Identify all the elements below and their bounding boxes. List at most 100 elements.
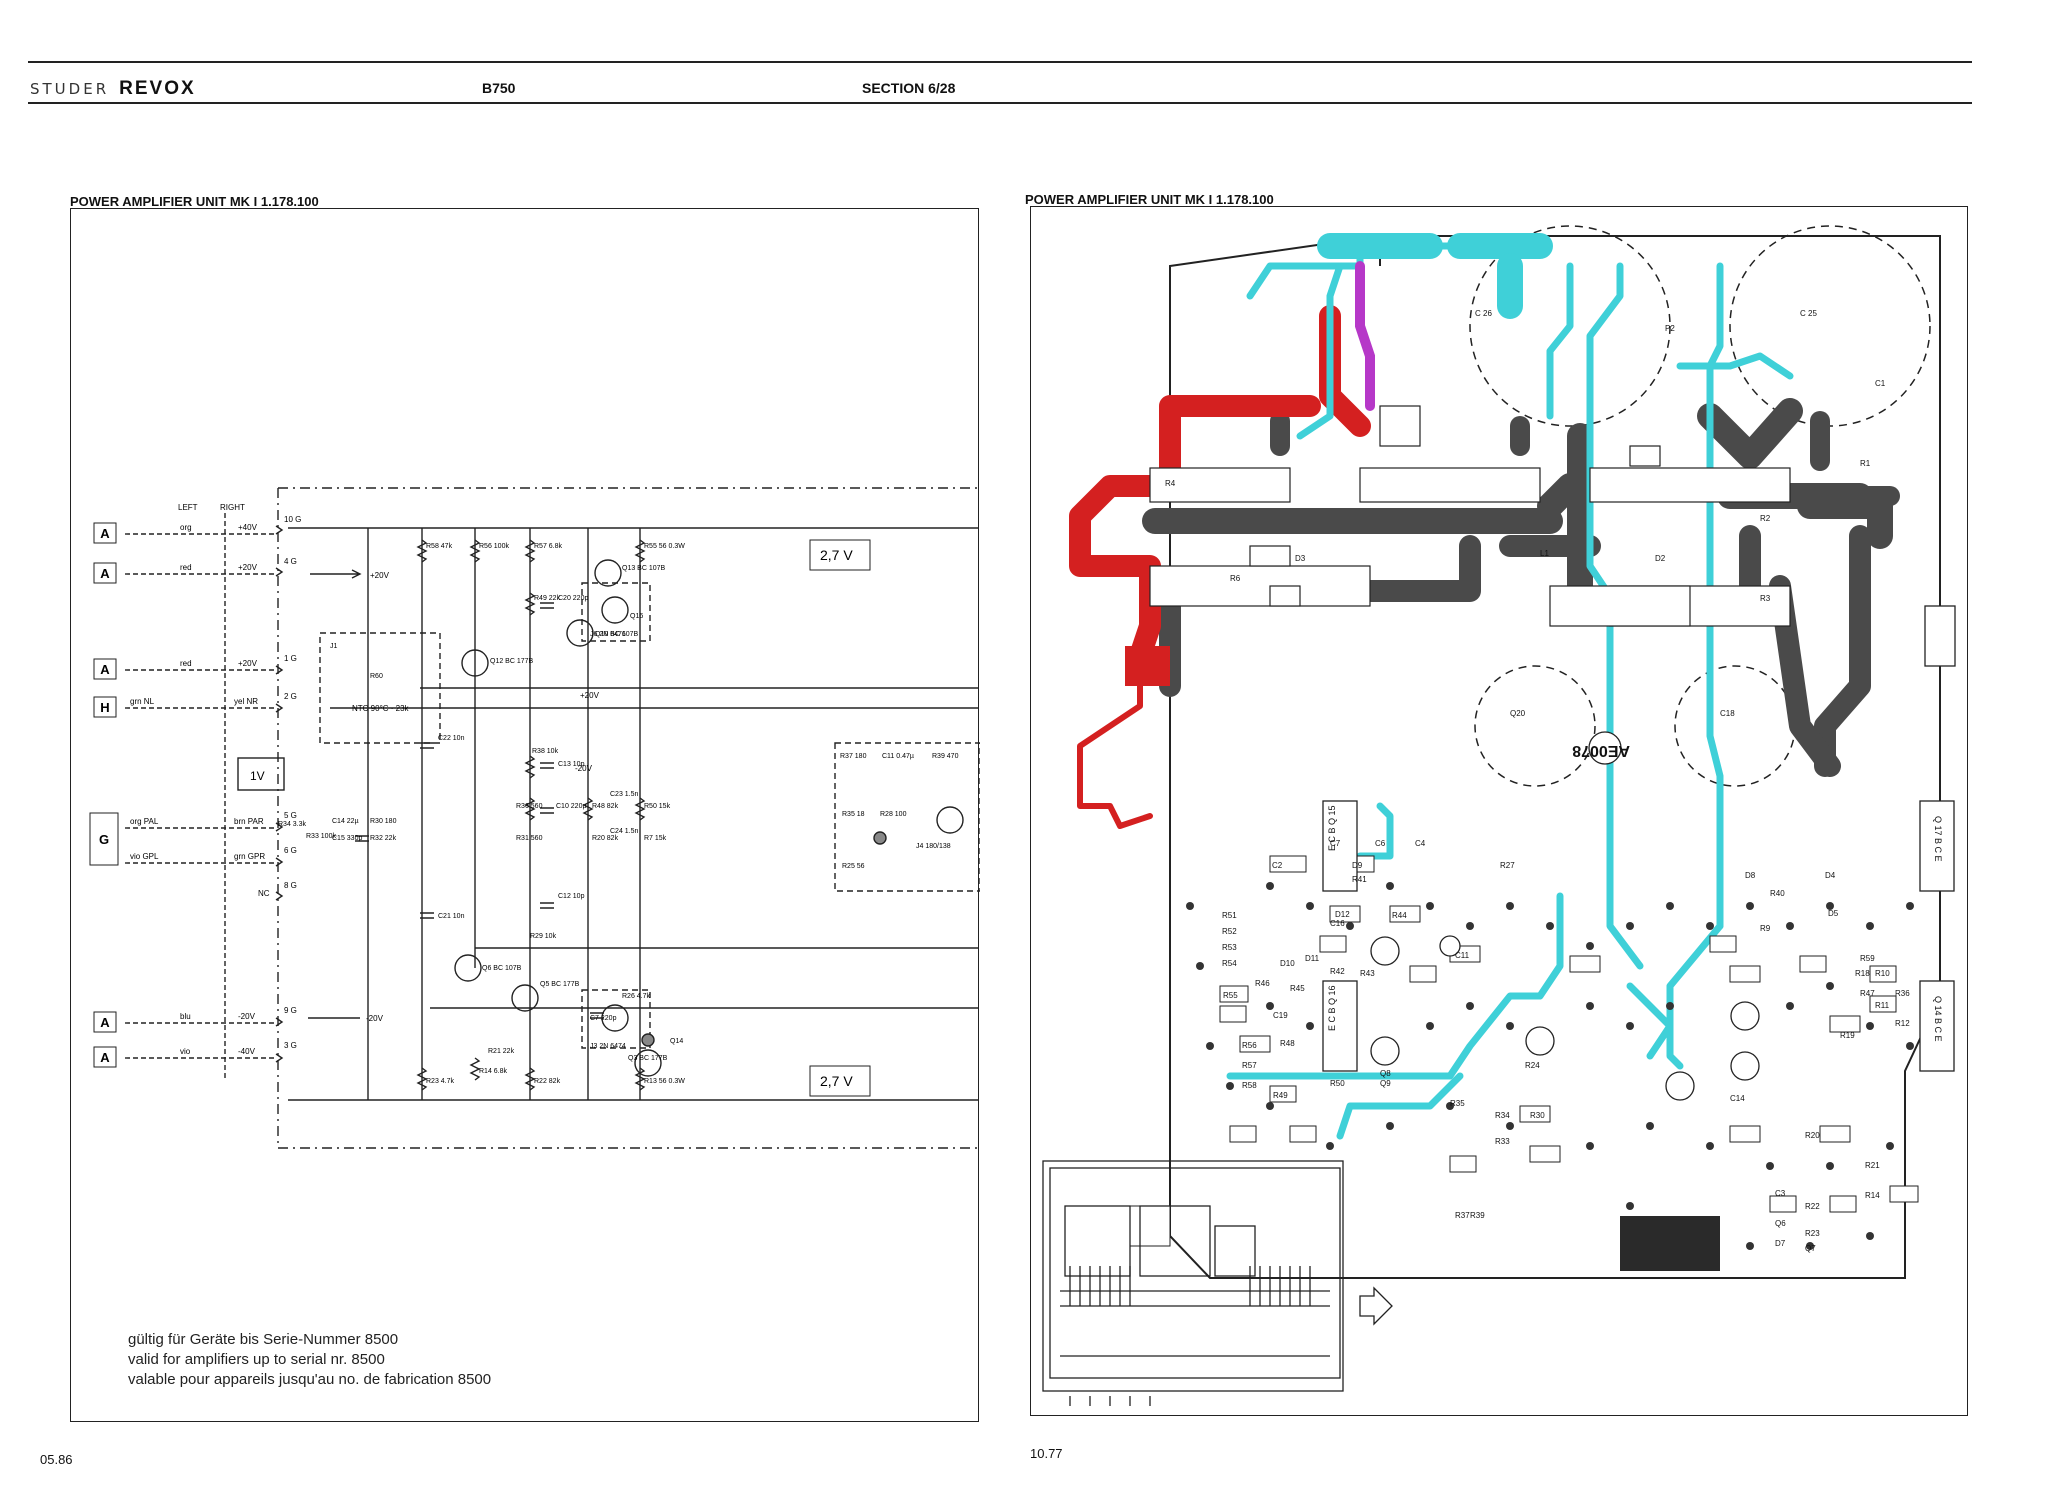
pin-4: 2 G: [284, 692, 297, 701]
wire-2: red: [180, 563, 192, 572]
pcb-part: R21: [1865, 1161, 1880, 1170]
comp-label: C12 10p: [558, 893, 585, 900]
right-panel-title: POWER AMPLIFIER UNIT MK I 1.178.100: [1025, 192, 1274, 207]
comp-label: C21 10n: [438, 913, 465, 920]
pcb-part: R20: [1805, 1131, 1820, 1140]
pin-1: 10 G: [284, 515, 301, 524]
pcb-part: R46: [1255, 979, 1270, 988]
brand-revox: REVOX: [119, 78, 196, 99]
board-label: D2: [1655, 554, 1666, 563]
comp-label: R32 22k: [370, 835, 397, 842]
pin-7: 8 G: [284, 881, 297, 890]
comp-label: J1: [330, 643, 338, 650]
pcb-part: R56: [1242, 1041, 1257, 1050]
comp-label: J4 180/138: [916, 843, 951, 850]
label-left: LEFT: [178, 503, 198, 512]
conn-box-a2: A: [100, 566, 110, 581]
board-label: C 25: [1800, 309, 1817, 318]
comp-label: R55 56 0.3W: [644, 543, 685, 550]
pcb-part: R14: [1865, 1191, 1880, 1200]
net-7: NC: [258, 889, 270, 898]
annot-minus20: -20V: [366, 1014, 384, 1023]
comp-label: R60: [370, 673, 383, 680]
voltage-top: 2,7 V: [820, 547, 853, 563]
pin-2: 4 G: [284, 557, 297, 566]
comp-label: R58 47k: [426, 543, 453, 550]
pcb-part: R49: [1273, 1091, 1288, 1100]
pin-6: 6 G: [284, 846, 297, 855]
header-rule-bottom: [28, 102, 1972, 104]
conn-box-a3: A: [100, 662, 110, 677]
board-label: R3: [1760, 594, 1771, 603]
pcb-part: R42: [1330, 967, 1345, 976]
board-label: C 26: [1475, 309, 1492, 318]
board-label: R2: [1760, 514, 1771, 523]
pcb-part: R52: [1222, 927, 1237, 936]
validity-en: valid for amplifiers up to serial nr. 85…: [128, 1351, 385, 1368]
pcb-part: D11: [1305, 954, 1320, 963]
comp-label: R49 22k: [534, 595, 561, 602]
board-label: C16: [1330, 919, 1345, 928]
comp-label: R23 4.7k: [426, 1078, 455, 1085]
pcb-part: Q7: [1805, 1244, 1816, 1253]
pcb-part: R43: [1360, 969, 1375, 978]
pcb-part: R45: [1290, 984, 1305, 993]
pcb-part: R36: [1895, 989, 1910, 998]
net-2: +20V: [238, 563, 258, 572]
annot-plus20-mid: +20V: [580, 691, 600, 700]
header-rule-top: [28, 61, 1972, 63]
wire-9: vio: [180, 1047, 191, 1056]
pcb-part: C7: [1330, 839, 1341, 848]
comp-label: Q6 BC 107B: [482, 965, 522, 972]
board-label: C18: [1720, 709, 1735, 718]
pcb-part: R30: [1530, 1111, 1545, 1120]
pcb-part: C14: [1730, 1094, 1745, 1103]
pcb-part: R35: [1450, 1099, 1465, 1108]
pcb-part: D7: [1775, 1239, 1786, 1248]
pcb-part: R40: [1770, 889, 1785, 898]
comp-label: R56 100k: [479, 543, 509, 550]
pcb-diagram: E C B Q 15 E C B Q 16 Q 17 B C E Q 14 B …: [1042, 225, 1956, 1406]
side-label-q15: E C B Q 15: [1327, 805, 1337, 851]
wire-3: red: [180, 659, 192, 668]
pcb-part: R48: [1280, 1039, 1295, 1048]
pcb-part: R22: [1805, 1202, 1820, 1211]
conn-box-a4: A: [100, 1015, 110, 1030]
comp-label: R38 10k: [532, 748, 559, 755]
comp-label: R25 56: [842, 863, 865, 870]
board-label: P2: [1665, 324, 1675, 333]
comp-label: R37 180: [840, 753, 867, 760]
conn-box-h: H: [100, 700, 109, 715]
comp-label: R57 6.8k: [534, 543, 563, 550]
wire-8: blu: [180, 1012, 191, 1021]
pcb-part: R54: [1222, 959, 1237, 968]
pcb-part: D5: [1828, 909, 1839, 918]
pcb-part: R27: [1500, 861, 1515, 870]
pcb-part: R58: [1242, 1081, 1257, 1090]
comp-label: C15 330p: [332, 835, 362, 842]
pin-9: 3 G: [284, 1041, 297, 1050]
pcb-part: R37: [1455, 1211, 1470, 1220]
comp-label: R29 10k: [530, 933, 557, 940]
pcb-part: R55: [1223, 991, 1238, 1000]
comp-label: C23 1.5n: [610, 791, 639, 798]
left-panel-title: POWER AMPLIFIER UNIT MK I 1.178.100: [70, 194, 319, 209]
pcb-part: D8: [1745, 871, 1756, 880]
comp-label: C14 22µ: [332, 818, 359, 825]
comp-label: R48 82k: [592, 803, 619, 810]
side-label-q14: Q 14 B C E: [1933, 996, 1943, 1042]
pcb-part: R39: [1470, 1211, 1485, 1220]
pcb-part: C4: [1415, 839, 1426, 848]
conn-box-g: G: [99, 832, 109, 847]
pcb-part: R50: [1330, 1079, 1345, 1088]
comp-label: R21 22k: [488, 1048, 515, 1055]
pcb-part: D4: [1825, 871, 1836, 880]
comp-label: C20 220p: [558, 595, 588, 602]
pcb-part: R47: [1860, 989, 1875, 998]
board-label: L1: [1540, 549, 1549, 558]
comp-label: Q5 BC 177B: [540, 981, 580, 988]
comp-label: R13 56 0.3W: [644, 1078, 685, 1085]
brand-studer: STUDER: [30, 80, 110, 98]
board-label: C1: [1875, 379, 1886, 388]
pcb-part: R23: [1805, 1229, 1820, 1238]
